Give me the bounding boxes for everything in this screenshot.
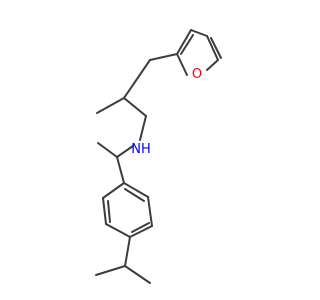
- bond: [96, 97, 125, 114]
- bond: [190, 29, 208, 37]
- bond: [180, 34, 194, 55]
- bond: [206, 35, 219, 61]
- amine-linkage: [97, 115, 147, 184]
- bond: [147, 196, 153, 227]
- bond: [176, 53, 188, 76]
- bond: [210, 37, 222, 59]
- bond: [123, 97, 147, 117]
- bond: [97, 142, 118, 158]
- bond: [176, 29, 192, 55]
- bond: [95, 265, 126, 276]
- bond: [129, 225, 153, 238]
- bond: [116, 156, 125, 184]
- bond: [102, 182, 125, 199]
- oxygen-atom-label: O: [192, 67, 202, 82]
- amine-atom-label: NH: [131, 142, 151, 157]
- bond: [105, 223, 131, 238]
- bond: [102, 197, 107, 225]
- bond: [139, 115, 147, 141]
- bond: [123, 59, 151, 99]
- bond: [124, 236, 131, 267]
- bond: [131, 222, 150, 233]
- alkyl-chain: [96, 53, 178, 117]
- bond: [206, 59, 219, 71]
- bond: [149, 53, 178, 61]
- bond: [107, 200, 111, 223]
- bond: [116, 145, 134, 158]
- bond: [123, 182, 149, 198]
- isopropyl-group: [95, 236, 151, 284]
- benzene-ring: [102, 182, 153, 238]
- furan-ring: [176, 29, 222, 76]
- bond: [124, 265, 151, 284]
- bond: [124, 188, 145, 202]
- molecule-structure: O NH: [95, 29, 222, 284]
